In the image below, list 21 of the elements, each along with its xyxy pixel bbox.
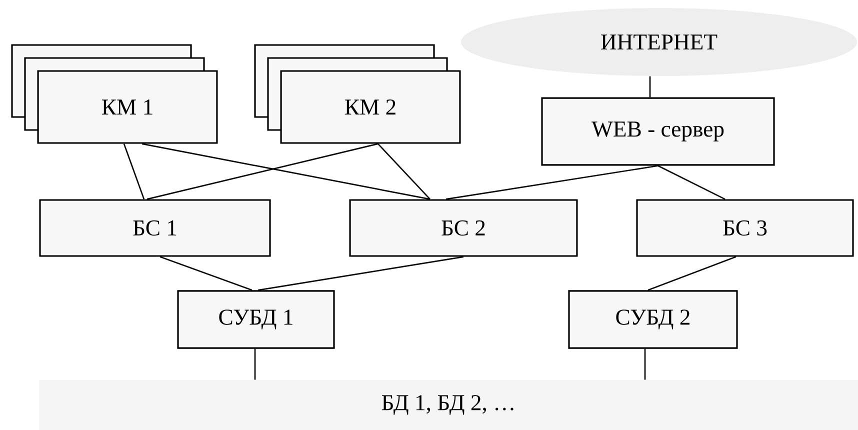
connector-line xyxy=(378,143,430,200)
connector-line xyxy=(142,143,430,200)
connector-line xyxy=(446,165,658,200)
connector-line xyxy=(123,144,145,200)
server-box: БС 1 xyxy=(39,199,271,257)
connector-line xyxy=(648,256,736,291)
stacked-box: КМ 1 xyxy=(11,44,218,144)
connector-line xyxy=(649,76,651,98)
connector-line xyxy=(658,165,726,200)
server-box: БС 2 xyxy=(349,199,578,257)
dbms-box: СУБД 1 xyxy=(177,290,335,349)
connector-line xyxy=(146,143,378,200)
connector-line xyxy=(254,348,256,380)
server-box: WEB - сервер xyxy=(541,97,775,166)
server-box: БС 3 xyxy=(636,199,854,257)
connector-line xyxy=(644,348,646,380)
stacked-box: КМ 2 xyxy=(254,44,461,144)
database-band: БД 1, БД 2, … xyxy=(39,380,858,430)
dbms-box: СУБД 2 xyxy=(568,290,738,349)
connector-line xyxy=(258,256,464,291)
connector-line xyxy=(160,256,252,291)
